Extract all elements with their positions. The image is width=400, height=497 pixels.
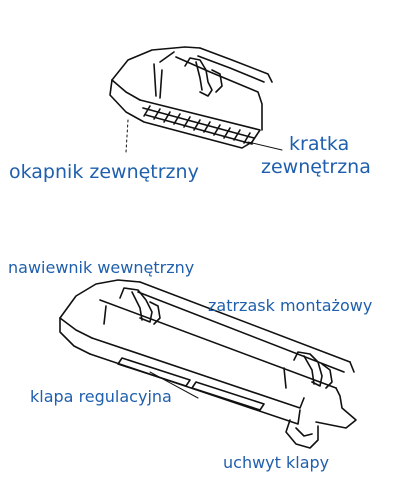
outer-grille-label-line1: kratka [289,133,350,155]
inner-vent-label: nawiewnik wewnętrzny [8,258,195,277]
regulating-flap-label: klapa regulacyjna [30,387,172,406]
outer-grille-label-line2: zewnętrzna [261,156,371,178]
inner-vent-drawing [59,279,357,449]
mounting-clip-label: zatrzask montażowy [208,296,373,315]
outer-drip-cap-label: okapnik zewnętrzny [9,161,199,183]
outer-drip-cap-drawing [109,46,283,153]
flap-handle-label: uchwyt klapy [223,453,330,472]
